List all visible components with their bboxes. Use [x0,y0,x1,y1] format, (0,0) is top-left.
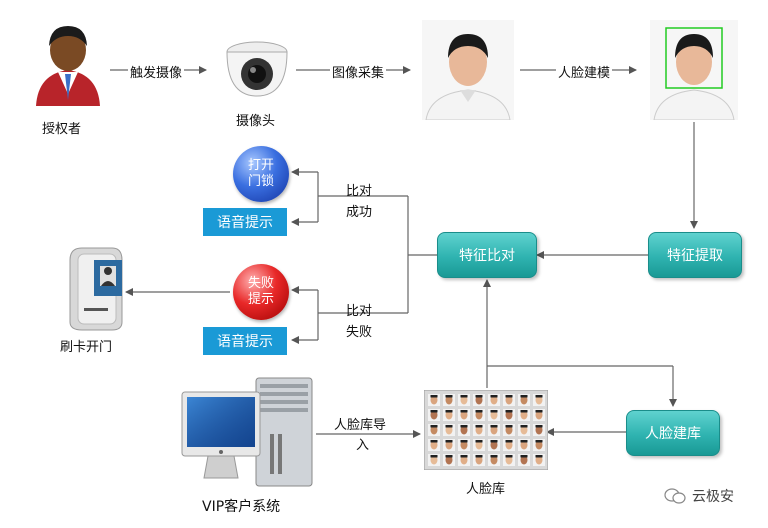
face-thumbnail [488,439,500,451]
face-thumbnail [458,394,470,406]
face-thumbnail [458,439,470,451]
face-thumbnail [488,424,500,436]
face-thumbnail [518,424,530,436]
watermark: 云极安 [664,486,734,506]
face-thumbnail [518,454,530,466]
person-icon [36,26,100,106]
authorizer-node [28,16,108,108]
fail-prompt-line1: 失败 [247,276,274,291]
open-lock-line1: 打开 [247,158,274,173]
face-db-label: 人脸库 [466,482,506,497]
fail-prompt-line2: 提示 [247,292,274,307]
feature-extract-box: 特征提取 [648,232,742,278]
face-thumbnail [428,439,440,451]
camera-label: 摄像头 [236,114,276,129]
capture-label: 图像采集 [330,62,387,81]
open-lock-orb: 打开 门锁 [233,146,289,202]
face-thumbnail [518,409,530,421]
face-thumbnail [533,394,545,406]
face-thumbnail [458,454,470,466]
face-thumbnail [428,454,440,466]
computer-icon [181,377,313,487]
face-thumbnail [503,439,515,451]
face-db-build-box: 人脸建库 [626,410,720,456]
authorizer-label: 授权者 [42,122,82,137]
face-thumbnail [488,409,500,421]
face-thumbnail [533,424,545,436]
face-thumbnail [473,454,485,466]
face-thumbnail [503,394,515,406]
open-lock-line2: 门锁 [247,174,274,189]
modeling-label: 人脸建模 [556,62,613,81]
match-success-line1: 比对 [346,184,373,199]
face-thumbnail [473,439,485,451]
fail-prompt-orb: 失败 提示 [233,264,289,320]
import-label-line1: 人脸库导 [334,418,387,433]
face-thumbnail [443,409,455,421]
face-thumbnail [443,454,455,466]
face-thumbnail [443,424,455,436]
face-thumbnail [503,454,515,466]
trigger-label: 触发摄像 [128,62,185,81]
face-thumbnail [428,424,440,436]
face-thumbnail [503,424,515,436]
match-fail-line2: 失败 [346,325,373,340]
card-reader-node [64,240,128,332]
voice-prompt-success-box: 语音提示 [203,208,287,236]
face-thumbnail [473,424,485,436]
face-thumbnail [458,424,470,436]
face-thumbnail [428,394,440,406]
face-thumbnail [533,439,545,451]
import-label-line2: 入 [356,438,370,453]
face-library-grid [423,389,549,471]
voice-prompt-fail-box: 语音提示 [203,327,287,355]
dome-camera-icon [226,41,288,97]
face-thumbnail [488,394,500,406]
face-thumbnail [443,394,455,406]
modeled-face-photo [650,20,738,121]
face-thumbnail [458,409,470,421]
watermark-text: 云极安 [692,489,734,505]
face-thumbnail [488,454,500,466]
captured-face-photo [422,20,514,121]
vip-computer-node [178,374,316,492]
face-thumbnail [443,439,455,451]
card-reader-icon [69,247,123,331]
face-thumbnail [533,454,545,466]
card-door-label: 刷卡开门 [60,340,113,355]
face-thumbnail [533,409,545,421]
face-thumbnail [473,409,485,421]
feature-compare-box: 特征比对 [437,232,537,278]
vip-system-label: VIP客户系统 [202,499,281,515]
face-thumbnail [518,439,530,451]
face-thumbnail [428,409,440,421]
camera-node [222,38,292,102]
wechat-icon [664,488,686,504]
match-fail-line1: 比对 [346,304,373,319]
face-thumbnail [473,394,485,406]
match-success-line2: 成功 [346,205,373,220]
face-thumbnail [518,394,530,406]
face-thumbnail [503,409,515,421]
